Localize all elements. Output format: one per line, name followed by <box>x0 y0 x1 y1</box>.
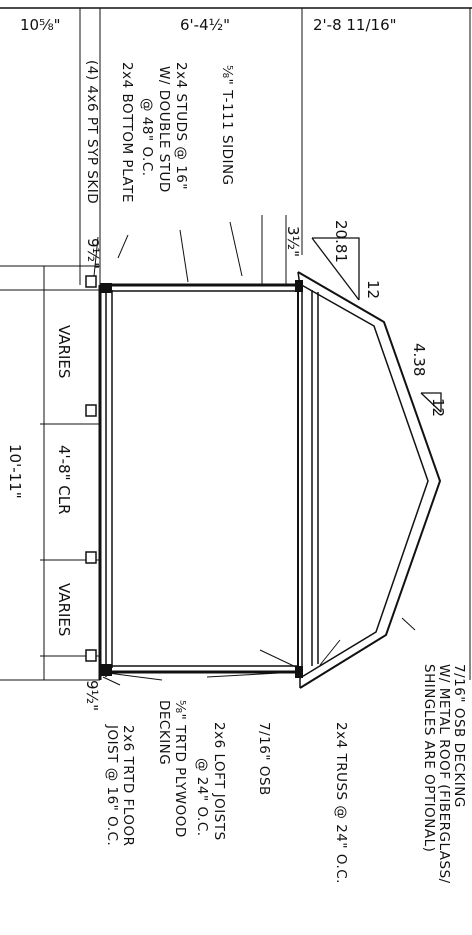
wall-framing <box>98 280 303 680</box>
pitch-upper-run: 12 <box>429 398 447 417</box>
dim-varies-2: VARIES <box>55 583 73 636</box>
dim-top-left: 10⅝" <box>20 16 61 34</box>
callout-loft-line2: @ 24" O.C. <box>194 758 210 837</box>
callout-floor-line2: JOIST @ 16" O.C. <box>104 724 120 846</box>
callout-studs-line1: 2x4 STUDS @ 16" <box>173 62 189 190</box>
callout-plywood-line2: DECKING <box>156 700 172 765</box>
pitch-upper-slope: 4.38 <box>410 343 428 376</box>
dim-skid-top: 9½" <box>84 238 102 269</box>
dim-overall-width: 10'-11" <box>6 444 24 499</box>
callout-siding: ⅝" T-111 SIDING <box>219 65 235 186</box>
callout-plywood-line1: ⅝" TRTD PLYWOOD <box>172 700 188 838</box>
pitch-lower-run: 12 <box>364 280 382 299</box>
callout-studs-line3: @ 48" O.C. <box>139 98 155 177</box>
callout-floor-line1: 2x6 TRTD FLOOR <box>120 725 136 846</box>
right-callouts: 7/16" OSB DECKING W/ METAL ROOF (FIBERGL… <box>104 664 467 884</box>
dim-top-right: 2'-8 11/16" <box>313 16 397 34</box>
dim-top-center: 6'-4½" <box>180 16 230 34</box>
callout-skid: (4) 4x6 PT SYP SKID <box>84 60 100 204</box>
callout-bottom-plate: 2x4 BOTTOM PLATE <box>119 62 135 203</box>
pitch-lower-slope: 20.81 <box>332 220 350 263</box>
left-callouts: ⅝" T-111 SIDING 2x4 STUDS @ 16" W/ DOUBL… <box>84 60 235 204</box>
callout-roof-line1: 7/16" OSB DECKING <box>451 664 467 808</box>
top-dimensions: 10⅝" 6'-4½" 2'-8 11/16" <box>20 16 397 34</box>
leader-lines <box>93 221 416 686</box>
dimension-lines <box>0 7 472 681</box>
dim-clear-span: 4'-8" CLR <box>55 445 73 515</box>
callout-roof-line2: W/ METAL ROOF (FIBERGLASS/ <box>436 664 452 884</box>
side-dimensions: 3½" 9½" 9½" VARIES 4'-8" CLR VARIES 10'-… <box>6 226 302 711</box>
dim-skid-bottom: 9½" <box>83 680 101 711</box>
callout-roof-line3: SHINGLES ARE OPTIONAL) <box>421 664 437 852</box>
pitch-markers <box>311 237 442 413</box>
callout-truss: 2x4 TRUSS @ 24" O.C. <box>333 722 349 884</box>
callout-loft-line1: 2x6 LOFT JOISTS <box>211 722 227 841</box>
roof-truss <box>297 271 442 689</box>
dim-siding-gap: 3½" <box>284 226 302 257</box>
dim-varies-1: VARIES <box>55 325 73 378</box>
pitch-labels: 20.81 12 4.38 12 <box>332 220 447 417</box>
callout-osb: 7/16" OSB <box>256 722 272 796</box>
callout-studs-line2: W/ DOUBLE STUD <box>156 66 172 193</box>
skid-blocks <box>85 275 97 662</box>
